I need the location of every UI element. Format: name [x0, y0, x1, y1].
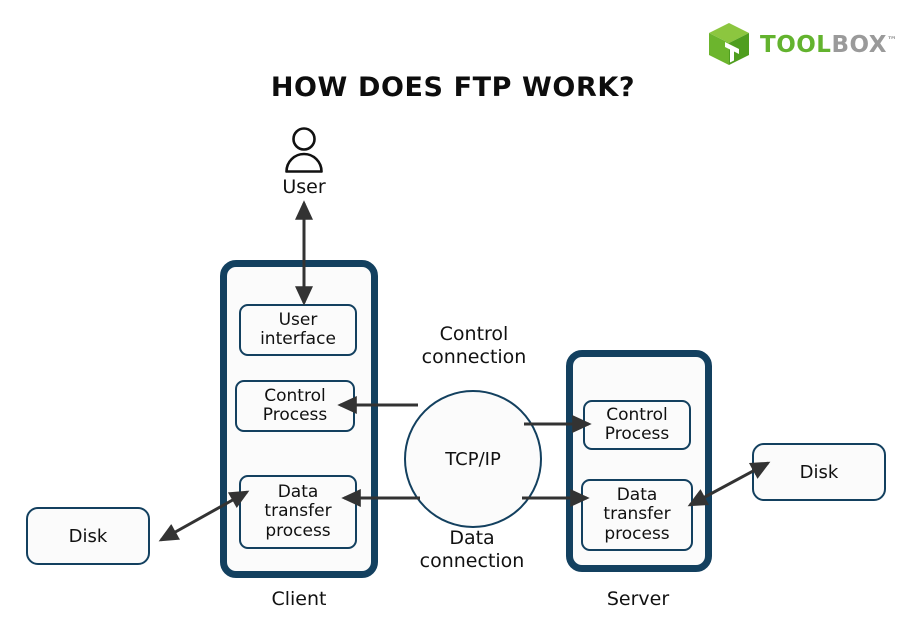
- client-user-interface-box: User interface: [239, 304, 357, 356]
- cube-icon: [709, 23, 749, 65]
- server-role-label: Server: [606, 588, 670, 610]
- tcpip-network-node: TCP/IP: [404, 390, 542, 528]
- client-role-label: Client: [271, 588, 327, 610]
- toolbox-logo: TOOLBOX™: [708, 20, 897, 68]
- server-disk-box: Disk: [752, 443, 886, 501]
- logo-text-secondary: BOX: [831, 31, 887, 58]
- data-connection-label: Data connection: [419, 527, 525, 572]
- page-title: HOW DOES FTP WORK?: [270, 72, 636, 103]
- logo-trademark: ™: [886, 34, 898, 46]
- logo-wordmark: TOOLBOX™: [760, 31, 898, 58]
- client-control-process-box: Control Process: [235, 380, 355, 432]
- control-connection-label: Control connection: [421, 323, 527, 368]
- server-data-transfer-process-box: Data transfer process: [581, 479, 693, 551]
- logo-text-primary: TOOL: [760, 31, 832, 58]
- person-icon: [285, 127, 323, 173]
- server-control-process-box: Control Process: [583, 400, 691, 450]
- client-disk-box: Disk: [26, 507, 150, 565]
- user-actor: User: [261, 126, 347, 202]
- client-data-transfer-process-box: Data transfer process: [239, 475, 357, 549]
- user-label: User: [282, 176, 326, 198]
